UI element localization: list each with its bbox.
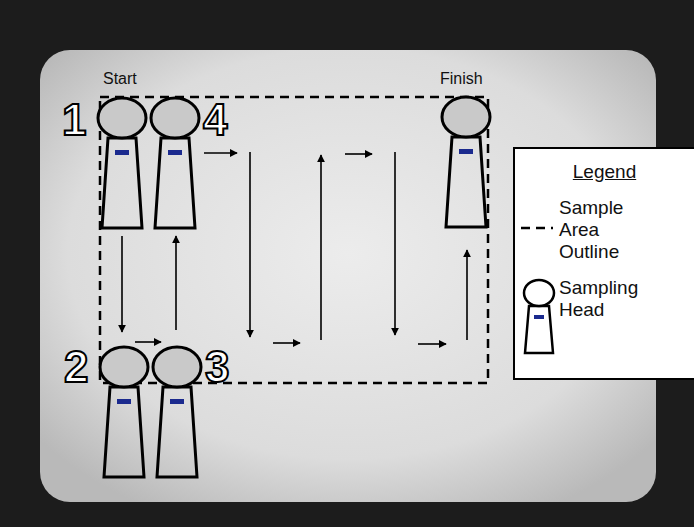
sampling-head-sample [515, 277, 559, 357]
path-arrow [204, 152, 237, 154]
sampling-head [98, 98, 146, 228]
legend-text: Sampling Head [559, 277, 663, 321]
path-arrows [122, 152, 467, 344]
head-body [525, 306, 553, 353]
path-arrow [418, 343, 446, 345]
legend-text: Sample Area Outline [559, 197, 663, 263]
start-label: Start [103, 70, 137, 88]
path-arrow [345, 153, 372, 155]
sample-area-outline [100, 97, 488, 383]
head-top [524, 280, 554, 306]
legend-heading: Legend [515, 149, 694, 183]
sampling-head [442, 97, 490, 227]
path-arrow [394, 152, 396, 335]
path-arrow [175, 236, 177, 330]
callout-number: 4 [203, 98, 227, 142]
sampling-head [151, 98, 199, 228]
path-arrow [121, 236, 123, 332]
path-arrow [273, 342, 300, 344]
sampling-head-sample [524, 280, 554, 353]
callout-number: 3 [205, 345, 229, 389]
dashed-line-sample [515, 197, 559, 277]
path-arrow [135, 341, 161, 343]
path-arrow [320, 155, 322, 340]
path-arrow [249, 152, 251, 337]
sampling-head [100, 347, 148, 477]
finish-label: Finish [440, 70, 483, 88]
callout-number: 2 [64, 345, 88, 389]
legend-box: LegendSample Area OutlineSampling Head [513, 147, 694, 380]
dashed-line-sample [521, 227, 553, 230]
callout-number: 1 [62, 98, 86, 142]
sampling-head [153, 347, 201, 477]
path-arrow [466, 250, 468, 340]
head-mark [534, 315, 544, 319]
